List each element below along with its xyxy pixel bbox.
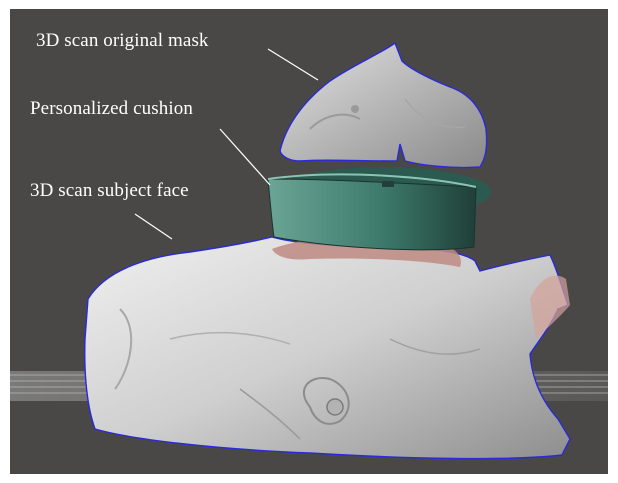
original-mask-mesh (280, 43, 487, 168)
scene-render (10, 9, 608, 474)
cushion-mesh (268, 167, 491, 250)
label-original-mask: 3D scan original mask (36, 31, 209, 51)
label-subject-face: 3D scan subject face (30, 181, 189, 201)
render-viewport: 3D scan original mask Personalized cushi… (10, 9, 608, 474)
label-personalized-cushion: Personalized cushion (30, 99, 193, 119)
subject-face-mesh (85, 236, 570, 459)
